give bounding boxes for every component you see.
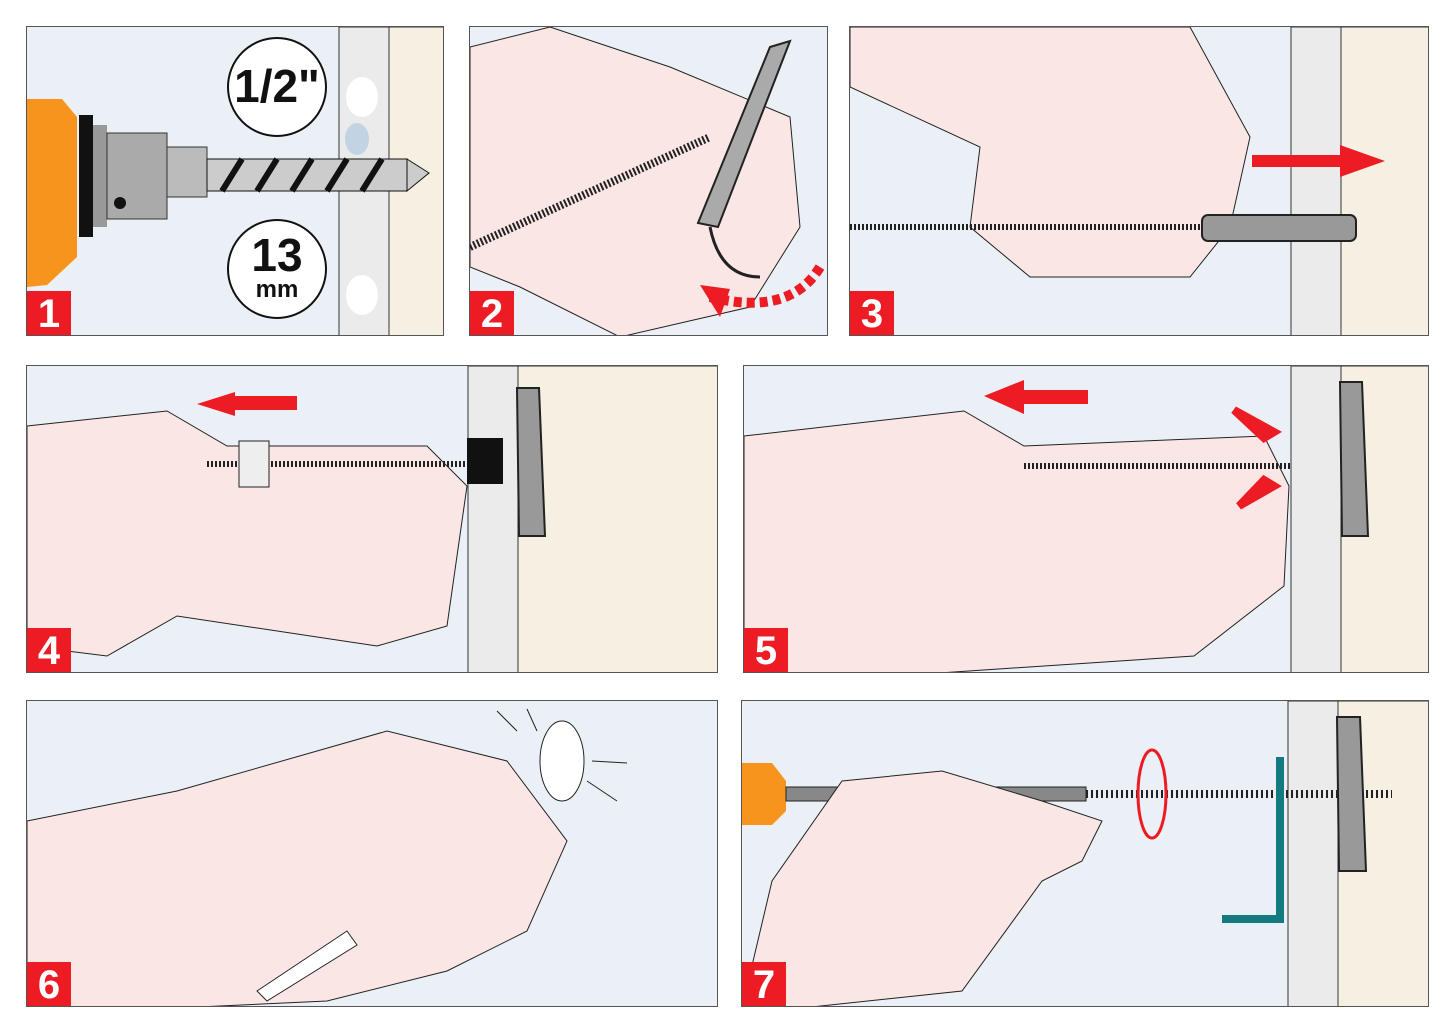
step-3-panel: 3 xyxy=(849,26,1429,336)
metric-size-unit: mm xyxy=(255,276,299,303)
step-7-panel: 7 xyxy=(741,700,1429,1007)
step-6-panel: 6 xyxy=(26,700,718,1007)
step-number: 7 xyxy=(742,962,786,1006)
pulling-strap-illustration xyxy=(27,366,717,672)
step-number: 4 xyxy=(27,628,71,672)
snapping-strap-illustration xyxy=(27,708,628,1006)
step-2-panel: 2 xyxy=(469,26,828,336)
hand-holding-anchor-illustration xyxy=(470,27,825,335)
imperial-size-label: 1/2" xyxy=(227,37,327,137)
step-1-panel: 1/2" 13 mm 1 xyxy=(26,26,444,336)
step-4-panel: 4 xyxy=(26,365,718,673)
step-number: 1 xyxy=(27,291,71,335)
screwing-fixture-illustration xyxy=(742,701,1428,1006)
step-5-panel: 5 xyxy=(743,365,1429,673)
step-number: 2 xyxy=(470,291,514,335)
drill-illustration xyxy=(27,27,443,335)
step-number: 6 xyxy=(27,962,71,1006)
step-number: 5 xyxy=(744,628,788,672)
metric-size-label: 13 mm xyxy=(227,219,327,319)
sliding-cap-illustration xyxy=(744,366,1428,672)
metric-size-value: 13 xyxy=(251,229,303,281)
hand-inserting-anchor-illustration xyxy=(850,27,1428,335)
step-number: 3 xyxy=(850,291,894,335)
